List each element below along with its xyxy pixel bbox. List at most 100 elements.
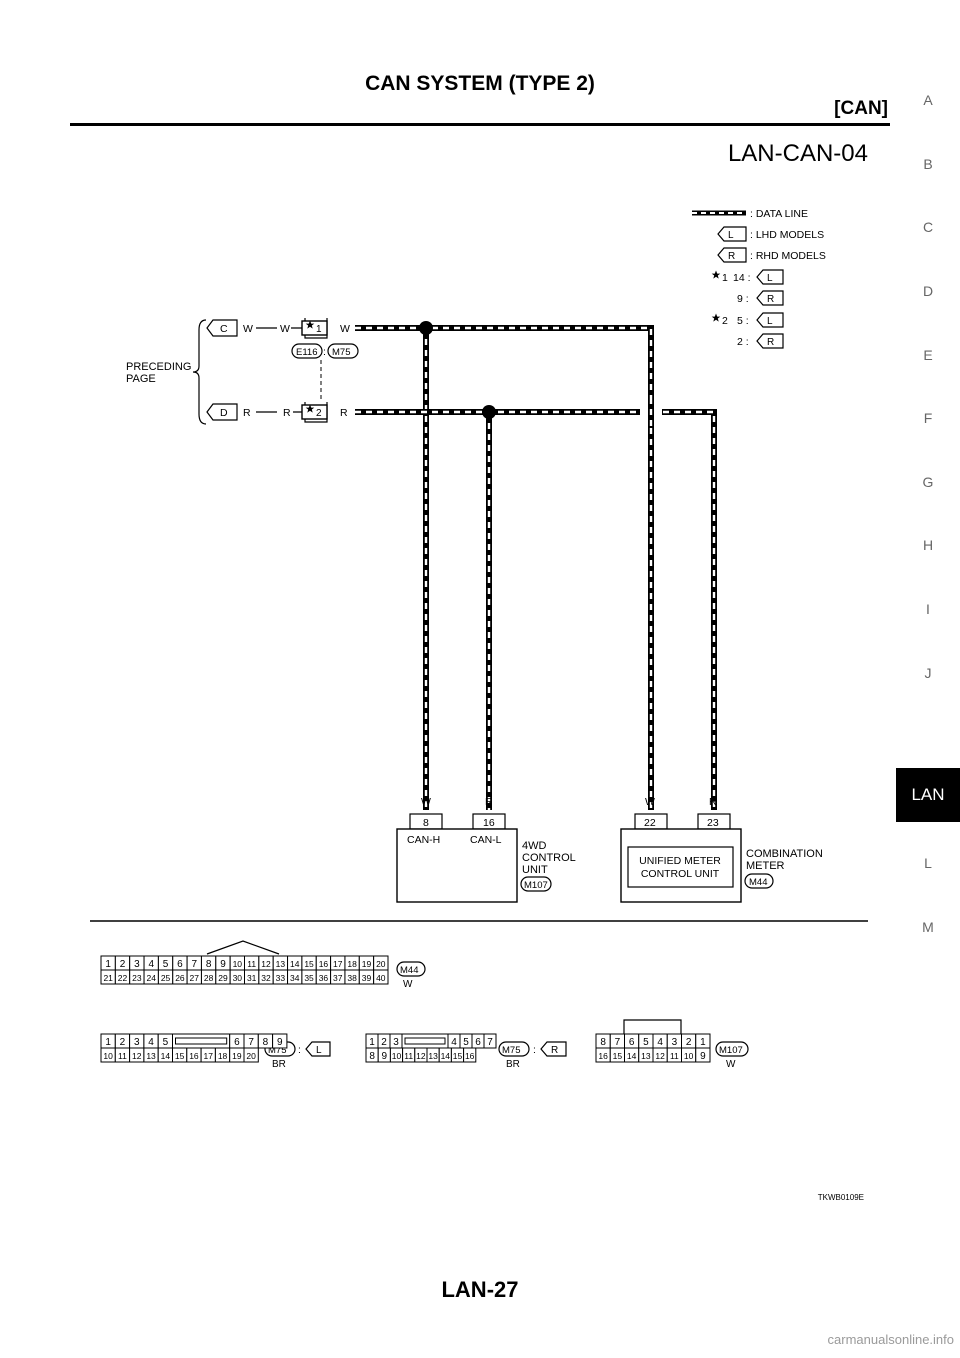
m75-lhd-pin-top-1: 2 [120,1037,126,1048]
lhd-models-text: : LHD MODELS [750,229,824,241]
index-letter-m[interactable]: M [922,919,934,935]
m44-pin-top-4: 5 [163,959,169,970]
index-tab-active[interactable]: LAN [896,768,960,822]
index-letter-g[interactable]: G [922,474,934,490]
m44-pin-bottom-13: 34 [290,973,300,983]
connector-sep: : [323,346,326,358]
m75-rhd-pin-top-1: 2 [381,1037,387,1048]
preceding-brace [192,319,207,425]
rhd-symbol-letter: R [728,251,735,262]
m44-pin-top-19: 20 [376,959,386,969]
m107-pin-top-3: 5 [643,1037,649,1048]
index-letter-e[interactable]: E [923,347,933,363]
index-letter-h[interactable]: H [922,537,934,553]
fourwd-wire-h-color: W [421,796,431,808]
meter-connector-badge[interactable] [744,873,774,889]
m44-pin-bottom-4: 25 [161,973,171,983]
note1-rhd-tag: R [767,294,774,305]
m44-pin-top-13: 14 [290,959,300,969]
m75-lhd-pin-top-8: 8 [263,1037,269,1048]
index-letter-a[interactable]: A [923,92,933,108]
m44-pin-top-16: 17 [333,959,343,969]
m44-pin-top-3: 4 [148,959,154,970]
rhd-models-text: : RHD MODELS [750,250,826,262]
m44-pin-top-5: 6 [177,959,183,970]
m107-pin-top-0: 8 [600,1037,606,1048]
c-wire-right-color: W [340,323,350,335]
m107-pin-bottom-2: 14 [627,1051,637,1061]
m44-pin-bottom-2: 23 [132,973,142,983]
m75-lhd-pin-bottom-9: 19 [232,1051,242,1061]
m75-lhd-pin-bottom-2: 12 [132,1051,142,1061]
m107-pin-top-1: 7 [615,1037,621,1048]
m107-lock-tab [623,1019,682,1034]
index-letter-i[interactable]: I [926,601,930,617]
index-letter-f[interactable]: F [923,410,933,426]
m75-rhd-tag: R [551,1045,558,1056]
note1-lhd-pin: 14 : [733,272,751,284]
m44-color: W [403,979,413,990]
fourwd-connector: M107 [524,880,548,891]
header-rule [70,123,890,126]
m44-pin-top-15: 16 [319,959,329,969]
m44-pin-top-2: 3 [134,959,140,970]
m44-pin-top-17: 18 [347,959,357,969]
m75-rhd-tag-shape [540,1041,567,1057]
connector-1-mark: 1 [316,324,322,335]
m107-pin-top-2: 6 [629,1037,635,1048]
m107-pin-top-6: 2 [686,1037,692,1048]
m44-badge[interactable] [396,961,426,977]
index-letter-l[interactable]: L [924,855,932,871]
fourwd-pin-h: 8 [423,817,429,829]
index-letter-j[interactable]: J [924,665,932,681]
meter-inner-line2: CONTROL UNIT [641,868,720,880]
m75-rhd-badge[interactable] [498,1041,530,1057]
index-letter-c[interactable]: C [922,219,934,235]
connector-m75-badge[interactable] [327,343,359,359]
m44-pin-bottom-8: 29 [218,973,228,983]
index-letter-b[interactable]: B [923,156,933,172]
arrow-c[interactable] [206,319,238,337]
connector-e116-badge[interactable] [291,343,323,359]
m75-lhd-label: M75 [268,1045,286,1056]
m75-rhd-pin-bottom-4: 12 [416,1051,426,1061]
m107-pin-bottom-3: 13 [641,1051,651,1061]
m107-pin-top-7: 1 [700,1037,706,1048]
m75-lhd-pin-top-5-key [175,1037,228,1045]
m44-label: M44 [400,965,418,976]
m44-pin-top-9: 10 [233,959,243,969]
fourwd-sig-l: CAN-L [470,834,502,846]
arrow-d[interactable] [206,403,238,421]
diagram-id: LAN-CAN-04 [727,140,868,167]
m44-pin-bottom-0: 21 [103,973,113,983]
m107-pin-top-4: 4 [657,1037,663,1048]
meter-name-1: COMBINATION [746,848,823,860]
m44-pin-bottom-19: 40 [376,973,386,983]
m44-pin-top-14: 15 [304,959,314,969]
connector-2-mark: 2 [316,408,322,419]
meter-inner-line1: UNIFIED METER [639,855,721,867]
m107-badge[interactable] [715,1041,749,1057]
fourwd-name-3: UNIT [522,864,548,876]
m75-rhd-color: BR [506,1059,520,1070]
fourwd-unit-box [396,828,518,903]
m107-pin-bottom-5: 11 [670,1051,679,1061]
m75-lhd-pin-top-4: 5 [163,1037,169,1048]
fourwd-connector-badge[interactable] [520,876,552,892]
m107-color: W [726,1059,736,1070]
m44-pin-bottom-15: 36 [319,973,329,983]
m107-pin-top-5: 3 [672,1037,678,1048]
m75-lhd-color: BR [272,1059,286,1070]
side-index: A B C D E F G H I J LAN L M [896,0,960,1358]
note1-mark: 1 [722,272,728,284]
index-letter-d[interactable]: D [922,283,934,299]
lhd-symbol-letter: L [728,230,734,241]
preceding-label-line2: PAGE [126,373,156,385]
can-h-line [355,325,654,810]
note2-rhd-tag-shape [756,333,784,349]
m44-pin-bottom-6: 27 [190,973,200,983]
m75-rhd-pin-top-2: 3 [393,1037,399,1048]
